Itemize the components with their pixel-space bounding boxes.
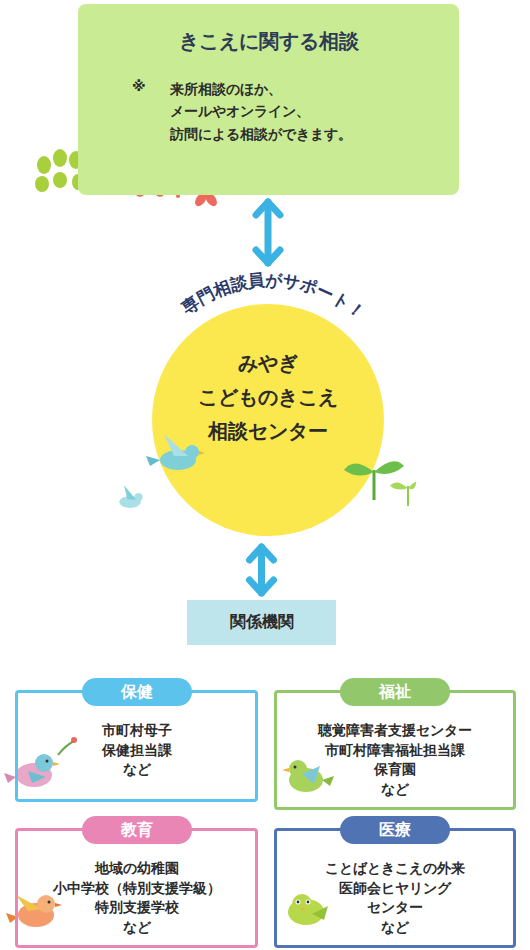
path-shape — [374, 461, 404, 474]
ring-heading: 専門相談員がサポート！ — [177, 269, 369, 323]
path-shape — [124, 485, 136, 499]
path-shape — [282, 768, 289, 772]
path-shape — [302, 766, 320, 784]
circle-shape — [48, 901, 51, 904]
g-shape — [344, 461, 416, 506]
circle-shape — [307, 901, 310, 904]
double-arrow — [250, 547, 274, 593]
consult-box: きこえに関する相談来所相談のほか、 メールやオンライン、 訪問による相談ができま… — [78, 4, 459, 195]
circle-shape — [46, 760, 49, 763]
circle-shape — [152, 304, 384, 536]
health-card: 保健市町村母子 保健担当課 など — [15, 690, 258, 802]
circle-shape — [296, 900, 301, 905]
path-shape — [408, 482, 416, 490]
box-heading: きこえに関する相談 — [78, 28, 459, 55]
circle-shape — [71, 737, 77, 743]
path-shape — [16, 895, 42, 911]
box-body: 地域の幼稚園 小中学校（特別支援学級） 特別支援学校 など — [24, 859, 249, 937]
box-body: 聴覚障害者支援センター 市町村障害福祉担当課 保育園 など — [283, 721, 507, 799]
arrow-head — [250, 547, 274, 560]
path-shape — [300, 907, 306, 910]
ellipse-shape — [53, 172, 67, 188]
path-shape — [373, 470, 376, 500]
box-heading: 医療 — [340, 816, 450, 844]
path-shape — [146, 456, 160, 466]
double-arrow — [256, 202, 280, 263]
box-body: 来所相談のほか、 メールやオンライン、 訪問による相談ができます。 — [170, 78, 450, 145]
path-shape — [164, 434, 188, 456]
ellipse-shape — [35, 176, 49, 192]
circle-shape — [37, 895, 55, 913]
ellipse-shape — [53, 149, 67, 167]
note-mark: ※ — [132, 78, 146, 94]
path-shape — [199, 451, 205, 455]
arrow-head — [256, 250, 280, 263]
arrow-head — [250, 580, 274, 593]
center-circle: 専門相談員がサポート！ みやぎ こどものきこえ 相談センター — [118, 270, 418, 540]
related-band: 関係機関 — [187, 600, 336, 645]
welfare-card: 福祉聴覚障害者支援センター 市町村障害福祉担当課 保育園 など — [274, 690, 516, 810]
path-shape — [344, 463, 374, 475]
center-name: みやぎ こどものきこえ 相談センター — [158, 346, 378, 448]
path-shape — [322, 776, 334, 786]
arrow-head — [256, 202, 280, 215]
path-shape — [53, 762, 60, 766]
path-shape — [390, 482, 408, 489]
circle-shape — [297, 901, 300, 904]
arrow-shaft — [265, 202, 272, 263]
path-shape — [28, 771, 46, 783]
box-body: 市町村母子 保健担当課 など — [24, 721, 249, 780]
circle-shape — [292, 894, 312, 914]
path-shape — [312, 906, 328, 920]
circle-shape — [35, 754, 53, 772]
box-body: ことばときこえの外来 医師会ヒヤリング センター など — [283, 859, 507, 937]
box-heading: 関係機関 — [230, 612, 294, 633]
circle-shape — [134, 493, 142, 501]
g-shape — [119, 485, 142, 508]
box-heading: 保健 — [82, 678, 192, 706]
medical-card: 医療ことばときこえの外来 医師会ヒヤリング センター など — [274, 828, 516, 948]
education-card: 教育地域の幼稚園 小中学校（特別支援学級） 特別支援学校 など — [15, 828, 258, 948]
g-shape — [146, 434, 205, 470]
ring-heading-text: 専門相談員がサポート！ — [177, 269, 369, 323]
path-shape — [407, 486, 409, 506]
bird-green — [282, 760, 334, 792]
path-shape — [55, 903, 62, 907]
circle-shape — [306, 900, 311, 905]
bird-lime — [288, 894, 328, 925]
circle-shape — [294, 766, 297, 769]
box-heading: 福祉 — [340, 678, 450, 706]
box-heading: 教育 — [82, 816, 192, 844]
path-shape — [58, 741, 74, 755]
ellipse-shape — [37, 156, 51, 174]
circle-shape — [185, 445, 199, 459]
